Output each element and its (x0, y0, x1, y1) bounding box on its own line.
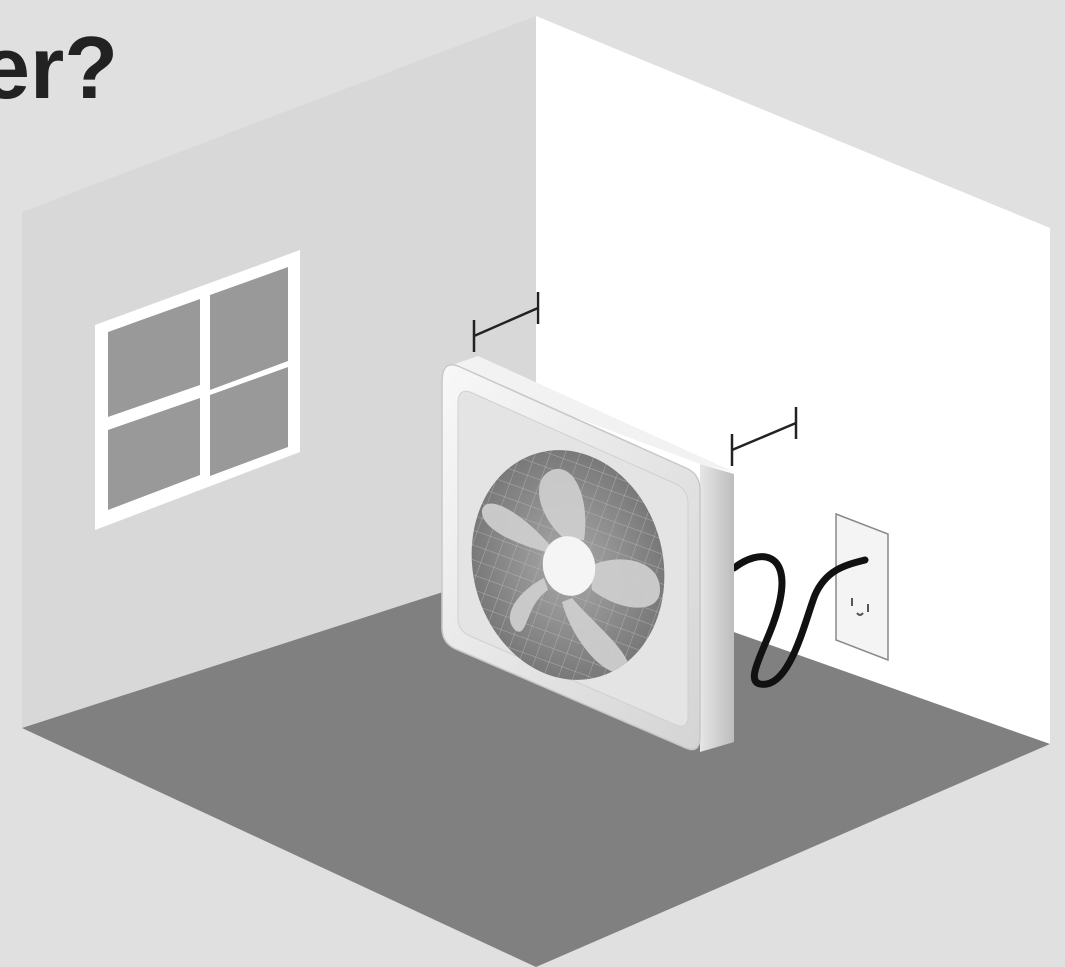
window-icon (95, 250, 300, 530)
depth-marker-top (472, 292, 540, 352)
box-fan-icon (441, 356, 734, 752)
power-cord (730, 553, 869, 688)
depth-marker-side (730, 407, 798, 466)
wall-outlet-icon (835, 512, 889, 662)
floor (22, 562, 1050, 967)
headline-text: er? (0, 18, 118, 117)
